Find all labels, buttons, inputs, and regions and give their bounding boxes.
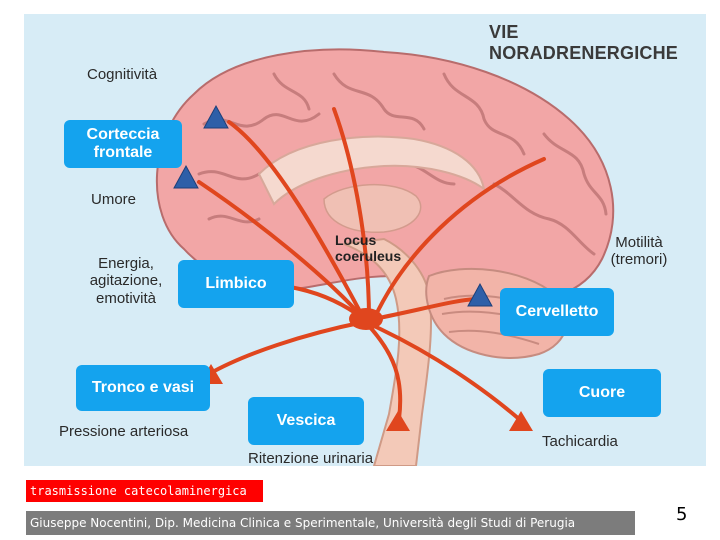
noradrenergic-pathways-figure: VIE NORADRENERGICHE Corteccia frontale L… bbox=[24, 14, 706, 466]
slide-credit: Giuseppe Nocentini, Dip. Medicina Clinic… bbox=[26, 511, 635, 535]
box-tronco-e-vasi: Tronco e vasi bbox=[76, 365, 210, 411]
box-limbico: Limbico bbox=[178, 260, 294, 308]
page-number: 5 bbox=[676, 504, 687, 525]
diagram-title: VIE NORADRENERGICHE bbox=[489, 22, 706, 64]
label-motilita: Motilità (tremori) bbox=[599, 234, 679, 269]
label-tachicardia: Tachicardia bbox=[542, 433, 618, 450]
label-energia: Energia, agitazione, emotività bbox=[72, 255, 180, 307]
label-umore: Umore bbox=[91, 191, 136, 208]
slide-caption: trasmissione catecolaminergica bbox=[26, 480, 263, 502]
box-cuore: Cuore bbox=[543, 369, 661, 417]
box-corteccia-frontale: Corteccia frontale bbox=[64, 120, 182, 168]
locus-coeruleus-nucleus bbox=[349, 308, 383, 330]
label-ritenzione-urinaria: Ritenzione urinaria bbox=[248, 450, 373, 467]
box-cervelletto: Cervelletto bbox=[500, 288, 614, 336]
label-locus-coeruleus: Locus coeruleus bbox=[335, 232, 401, 264]
label-pressione-arteriosa: Pressione arteriosa bbox=[59, 423, 188, 440]
label-cognitivita: Cognitività bbox=[87, 66, 157, 83]
box-vescica: Vescica bbox=[248, 397, 364, 445]
